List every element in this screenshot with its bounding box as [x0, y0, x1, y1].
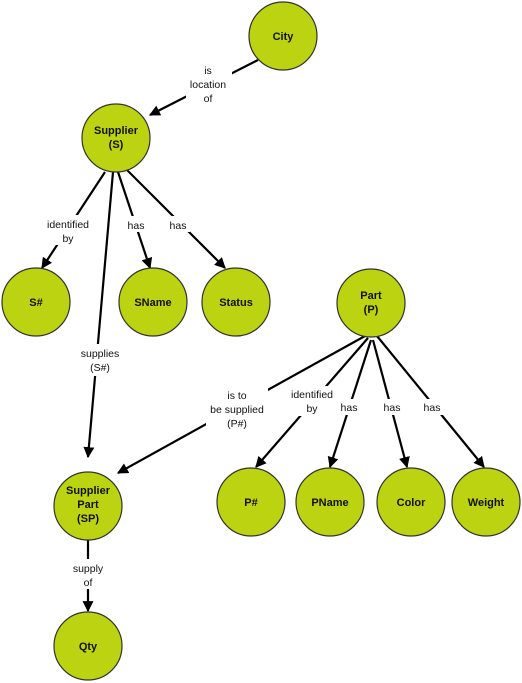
label-line: has [384, 402, 401, 414]
label-part-color: has [380, 399, 404, 415]
label-line: has [341, 402, 358, 414]
label-line: location [190, 79, 226, 91]
node-label: S# [29, 297, 42, 309]
label-supplier-snum: identified by [42, 215, 96, 245]
node-label: Supplier [94, 125, 139, 137]
node-label: SName [134, 297, 171, 309]
node-pname: PName [295, 467, 365, 537]
label-line: is to [227, 390, 246, 402]
node-label: Color [397, 497, 426, 509]
node-supplier-part: Supplier Part (SP) [53, 471, 123, 541]
node-color: Color [376, 467, 446, 537]
label-line: has [424, 402, 441, 414]
node-label: Status [219, 297, 253, 309]
label-supplier-sp: supplies (S#) [76, 344, 124, 376]
label-line: has [170, 220, 187, 232]
label-line: of [84, 577, 93, 589]
node-label: (S) [109, 139, 124, 151]
node-label: Weight [468, 497, 505, 509]
node-label: City [273, 31, 295, 43]
label-line: (S#) [90, 362, 110, 374]
label-part-weight: has [420, 399, 444, 415]
node-label: Qty [79, 641, 98, 653]
label-supplier-status: has [166, 216, 190, 232]
label-line: supplies [81, 348, 120, 360]
node-label: P# [244, 497, 257, 509]
label-line: identified [291, 389, 333, 401]
label-line: identified [47, 219, 89, 231]
node-label: Part [360, 290, 382, 302]
node-city: City [248, 1, 318, 71]
label-line: is [204, 65, 212, 77]
node-label: PName [311, 497, 348, 509]
node-supplier: Supplier (S) [81, 103, 151, 173]
node-label: (SP) [77, 513, 99, 525]
label-line: by [306, 403, 318, 415]
node-qty: Qty [53, 611, 123, 681]
node-p-num: P# [216, 467, 286, 537]
node-label: Supplier [66, 485, 111, 497]
label-line: of [204, 93, 213, 105]
label-part-sp: is to be supplied (P#) [206, 386, 268, 432]
label-part-pnum: identified by [286, 386, 338, 416]
label-sp-qty: supply of [68, 559, 108, 589]
node-label: (P) [364, 304, 379, 316]
label-line: has [128, 220, 145, 232]
label-line: by [62, 233, 74, 245]
node-weight: Weight [451, 467, 521, 537]
label-supplier-sname: has [124, 216, 148, 232]
node-s-num: S# [1, 267, 71, 337]
label-line: be supplied [210, 404, 264, 416]
label-part-pname: has [337, 399, 361, 415]
label-line: (P#) [227, 418, 247, 430]
node-status: Status [201, 267, 271, 337]
edge-supplier-sp [83, 171, 115, 459]
node-part: Part (P) [336, 268, 406, 338]
node-sname: SName [118, 267, 188, 337]
label-city-supplier: is location of [186, 62, 232, 105]
label-line: supply [73, 563, 104, 575]
node-label: Part [77, 499, 99, 511]
